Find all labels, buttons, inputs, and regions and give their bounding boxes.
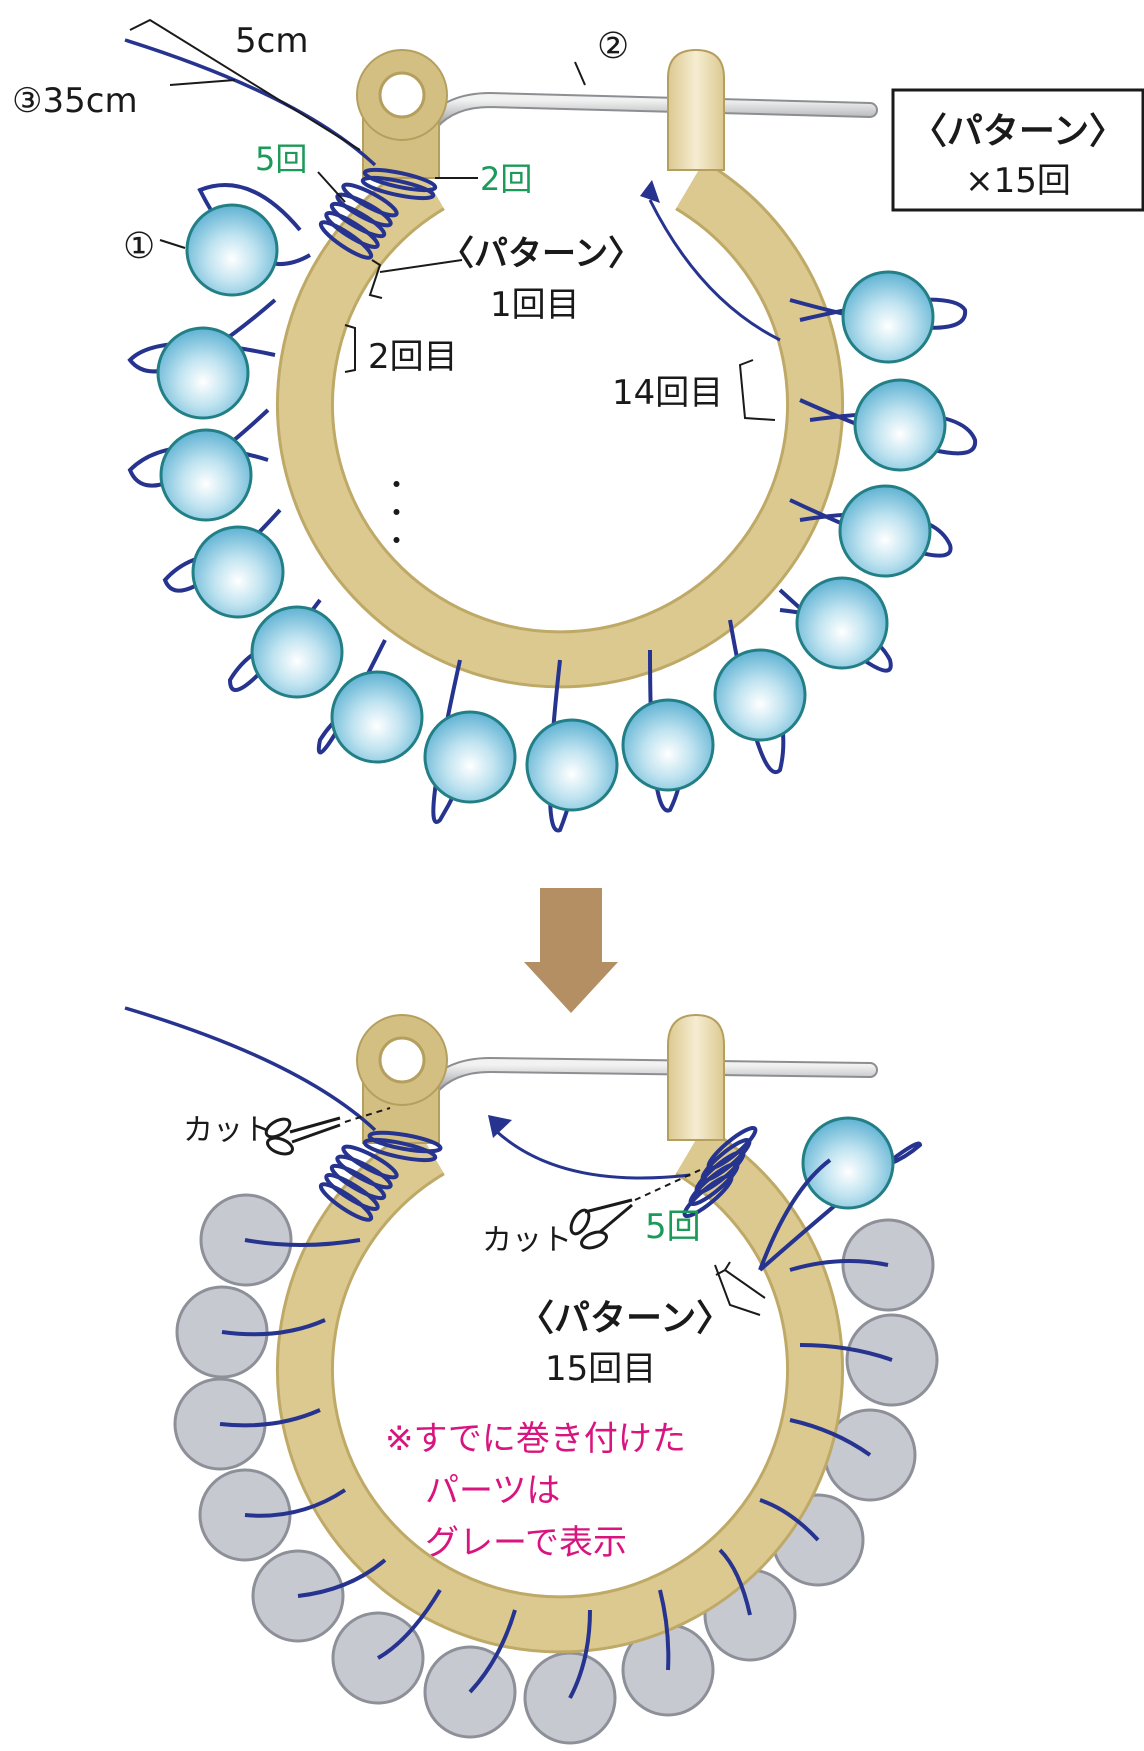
bead: [252, 607, 342, 697]
pattern-box-title: 〈パターン〉: [911, 111, 1125, 152]
hook-label: ②: [597, 26, 629, 67]
wire-tail-bottom: [125, 1008, 375, 1130]
ellipsis: ・・・: [379, 470, 412, 554]
bead: [332, 672, 422, 762]
wire3-label: ③35cm: [12, 81, 138, 121]
bottom-diagram: カット カット 5回 〈パターン〉 15回目 ※すでに巻き付けた パーツは グレ…: [125, 1008, 937, 1743]
bead: [161, 430, 251, 520]
bead: [797, 578, 887, 668]
pattern-label: 〈パターン〉: [440, 234, 642, 274]
wrap2-label: 2回: [480, 160, 532, 198]
bead: [623, 700, 713, 790]
round14-label: 14回目: [612, 373, 723, 413]
round2-label: 2回目: [368, 337, 458, 377]
ear-pin-bottom: [430, 1065, 870, 1090]
round1-label: 1回目: [490, 285, 580, 325]
note-line1: ※すでに巻き付けた: [385, 1419, 686, 1459]
bead: [843, 272, 933, 362]
bead: [187, 205, 277, 295]
bead: [193, 527, 283, 617]
wire-length-label: 5cm: [235, 21, 308, 61]
transition-arrow: [524, 888, 618, 1013]
bead: [158, 328, 248, 418]
cut-label-left: カット: [183, 1113, 273, 1148]
bead: [855, 380, 945, 470]
return-arrow: [495, 1130, 690, 1178]
pattern-label-bottom: 〈パターン〉: [518, 1298, 732, 1339]
wrap5-label-bottom: 5回: [645, 1207, 701, 1247]
top-diagram: 5cm ③35cm ② ① 5回 2回 〈パターン〉 1回目 2回目 ・・・ 1…: [12, 20, 1143, 831]
bead: [715, 650, 805, 740]
cut-label-right: カット: [482, 1223, 572, 1258]
leader-line-bottom: [716, 1262, 765, 1298]
hoop-catch-post-bottom: [668, 1015, 724, 1140]
round15-label: 15回目: [545, 1349, 656, 1389]
bead: [527, 720, 617, 810]
note-line2: パーツは: [425, 1471, 560, 1511]
bead: [425, 712, 515, 802]
hoop-catch-post: [668, 50, 724, 170]
note-line3: グレーで表示: [425, 1523, 627, 1563]
wrap5-label: 5回: [255, 140, 307, 178]
last-bead: [803, 1118, 893, 1208]
pattern-box-count: ×15回: [965, 161, 1071, 201]
bead: [840, 486, 930, 576]
bead-label: ①: [123, 226, 155, 267]
pattern-count-box: 〈パターン〉 ×15回: [893, 90, 1143, 210]
